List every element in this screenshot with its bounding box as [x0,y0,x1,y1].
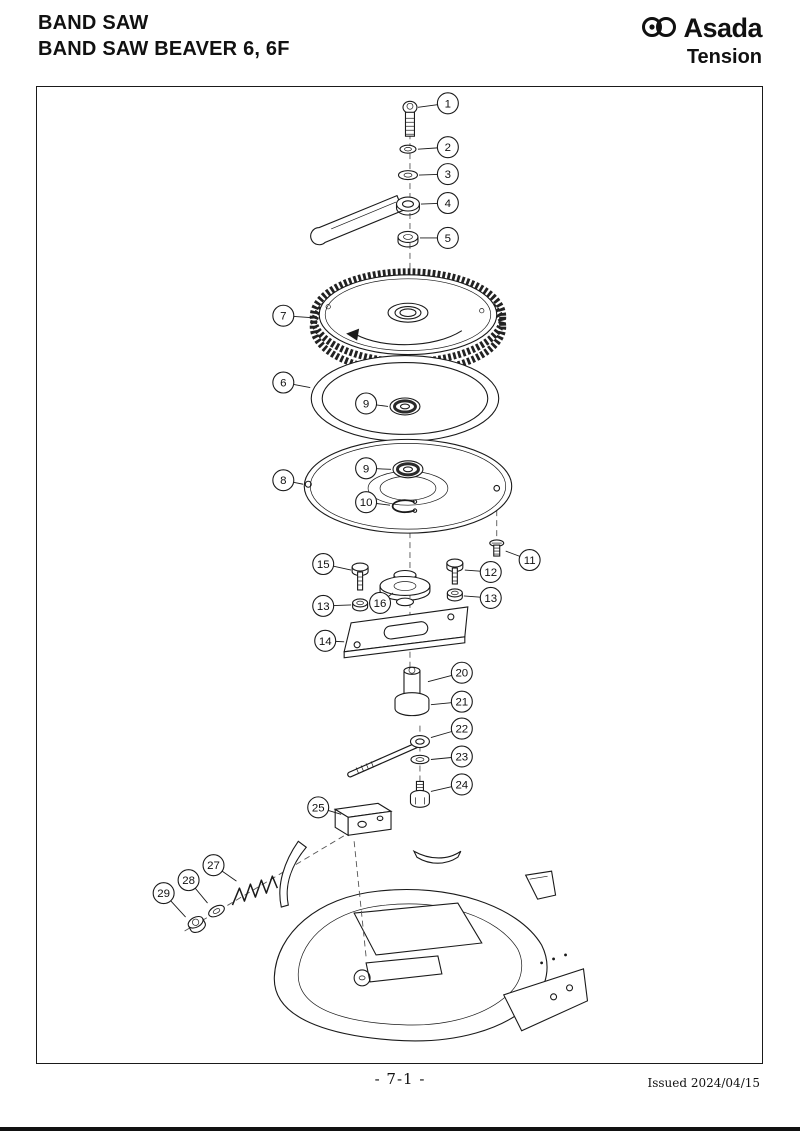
exploded-diagram: 1234576998101115121613131420212223242527… [152,92,589,1042]
svg-text:23: 23 [455,751,468,763]
svg-text:8: 8 [280,475,286,487]
part-bolt-1 [402,100,418,137]
callout-9: 9 [355,392,389,415]
callout-13: 13 [312,594,352,617]
base-casting [273,840,589,1042]
brand-row: Asada [640,12,762,45]
callout-27: 27 [202,854,237,882]
svg-text:7: 7 [280,311,286,323]
callout-28: 28 [177,869,208,904]
svg-text:29: 29 [157,888,170,900]
issue-date: Issued 2024/04/15 [647,1076,760,1090]
callout-16: 16 [369,591,394,614]
callout-7: 7 [272,304,313,327]
part-spring-washer-2 [399,144,417,154]
svg-text:12: 12 [484,567,497,579]
section-label: Tension [686,46,762,68]
part-washer-3 [397,170,418,181]
svg-text:27: 27 [207,860,220,872]
part-washer-23 [410,754,430,765]
part-gear-7 [309,268,507,376]
svg-text:9: 9 [363,463,369,475]
part-screw-11 [489,539,505,557]
svg-text:16: 16 [374,598,387,610]
svg-text:9: 9 [363,398,369,410]
callout-3: 3 [418,163,459,186]
svg-text:15: 15 [317,559,330,571]
callout-1: 1 [417,92,459,115]
svg-text:5: 5 [445,233,451,245]
callout-24: 24 [430,773,473,796]
callout-8: 8 [272,469,304,492]
part-bolt-12 [446,558,464,585]
callout-14: 14 [314,629,345,652]
svg-text:6: 6 [280,378,286,390]
svg-text:20: 20 [455,668,468,680]
part-spacer-16 [379,569,431,607]
callout-20: 20 [427,661,473,684]
part-circlip-10 [391,499,418,514]
part-disc-8 [303,438,513,534]
svg-text:11: 11 [524,555,536,567]
part-nut-29 [187,915,206,934]
asada-logo-icon [640,12,680,45]
svg-text:13: 13 [317,601,330,613]
svg-text:14: 14 [319,636,332,648]
svg-text:1: 1 [445,98,451,110]
bottom-edge-bar [0,1127,800,1131]
callout-13: 13 [463,586,502,609]
callout-4: 4 [420,192,459,215]
callout-23: 23 [430,745,473,768]
callout-2: 2 [417,136,459,159]
svg-text:28: 28 [182,875,195,887]
callout-21: 21 [430,690,473,713]
part-bolt-15 [351,562,369,591]
svg-text:21: 21 [455,697,468,709]
part-bolt-24 [409,780,430,808]
svg-text:25: 25 [312,802,325,814]
callout-25: 25 [307,796,342,819]
svg-text:13: 13 [484,593,497,605]
part-bearing-9b [392,460,424,479]
callout-5: 5 [419,226,459,249]
callout-29: 29 [152,882,186,918]
callout-15: 15 [312,553,352,576]
part-nut-13b [446,588,463,602]
svg-text:10: 10 [360,497,373,509]
part-spring-27 [231,875,279,906]
svg-text:22: 22 [455,724,468,736]
callout-6: 6 [272,371,311,394]
part-block-25 [333,802,393,837]
svg-text:24: 24 [455,779,468,791]
part-rod-22 [347,735,430,778]
callout-9: 9 [355,457,392,480]
part-flange-21 [394,692,430,717]
page-number: - 7-1 - [374,1070,426,1088]
page-header-brand: Asada Tension [640,12,762,69]
callout-11: 11 [505,549,541,572]
svg-text:4: 4 [445,198,452,210]
brand-name: Asada [683,13,762,43]
part-nut-13a [352,598,369,612]
part-nut-5 [397,230,419,248]
page-title: BAND SAW [38,12,149,34]
part-plate-14 [343,606,469,659]
part-washer-28 [208,904,225,918]
callout-10: 10 [355,491,391,514]
part-lever-4 [310,194,420,246]
part-bearing-9a [389,397,421,416]
page-header-titles: BAND SAW BAND SAW BEAVER 6, 6F [38,10,290,62]
svg-text:2: 2 [445,142,451,154]
svg-text:3: 3 [445,169,451,181]
callout-layer: 1234576998101115121613131420212223242527… [152,92,541,918]
page-subtitle: BAND SAW BEAVER 6, 6F [38,38,290,60]
callout-22: 22 [430,717,473,740]
callout-12: 12 [464,560,502,584]
